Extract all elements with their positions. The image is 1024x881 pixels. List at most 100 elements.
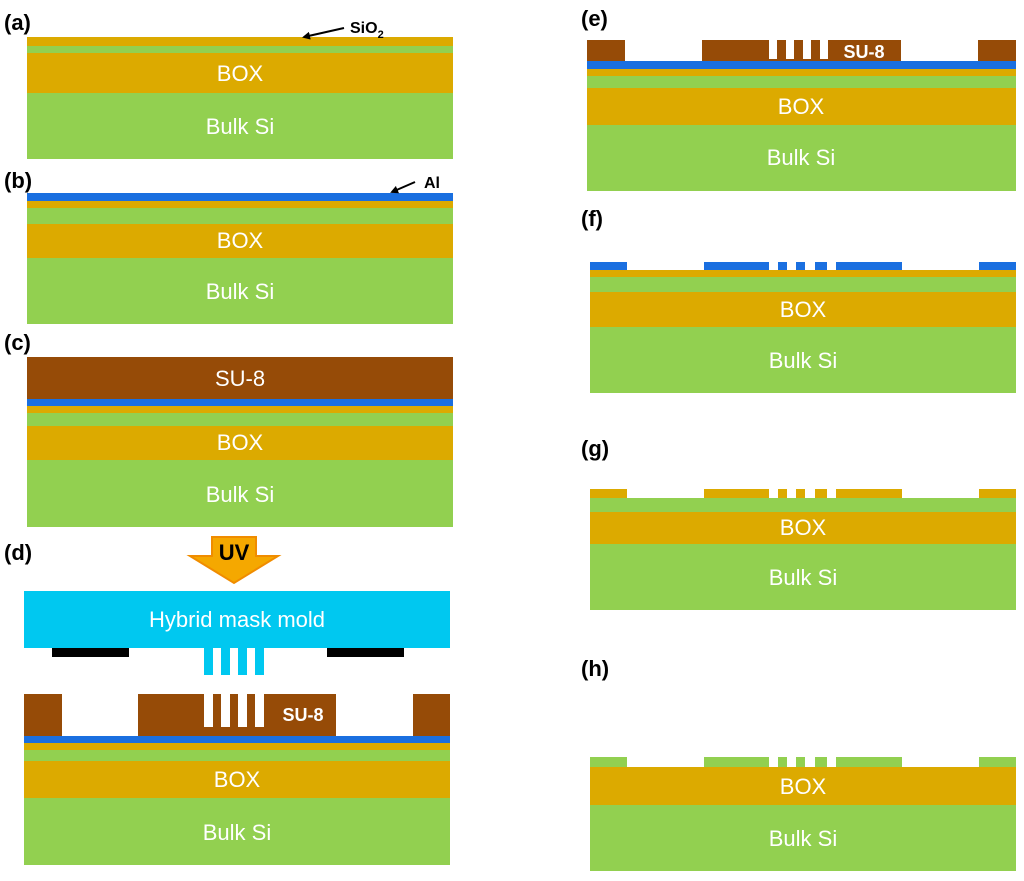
- al-pattern: [815, 262, 827, 270]
- su8-label: SU-8: [215, 366, 265, 391]
- chrome-pad-right: [327, 648, 404, 657]
- bulk-si-layer: [27, 460, 453, 527]
- panel-b: (b) BOX Bulk Si Al: [4, 168, 453, 324]
- si-device-layer: [587, 76, 1016, 88]
- uv-label: UV: [219, 540, 250, 565]
- step-label-d: (d): [4, 540, 32, 565]
- si-pattern: [836, 757, 902, 767]
- sio2-layer: [27, 201, 453, 208]
- bulk-si-layer: [27, 258, 453, 324]
- step-label-e: (e): [581, 6, 608, 31]
- bulk-si-label: Bulk Si: [769, 565, 837, 590]
- step-label-c: (c): [4, 330, 31, 355]
- bulk-si-label: Bulk Si: [203, 820, 271, 845]
- panel-a: (a) BOX Bulk Si SiO2: [4, 10, 453, 159]
- si-device-layer: [24, 750, 450, 761]
- bulk-si-layer: [590, 544, 1016, 610]
- mask-pillar: [204, 648, 213, 675]
- sio2-pattern: [796, 489, 805, 498]
- chrome-pad-left: [52, 648, 129, 657]
- sio2-layer: [590, 270, 1016, 277]
- box-label: BOX: [217, 430, 264, 455]
- box-label: BOX: [217, 228, 264, 253]
- bulk-si-layer: [27, 93, 453, 159]
- sio2-pattern: [979, 489, 1016, 498]
- sio2-layer: [587, 69, 1016, 76]
- bulk-si-label: Bulk Si: [769, 348, 837, 373]
- mask-pillar: [255, 648, 264, 675]
- su8-block-left: [587, 40, 625, 61]
- si-pattern: [778, 757, 787, 767]
- bulk-si-layer: [590, 327, 1016, 393]
- step-label-a: (a): [4, 10, 31, 35]
- panel-e: (e) SU-8 BOX Bulk Si: [581, 6, 1016, 191]
- bulk-si-label: Bulk Si: [767, 145, 835, 170]
- su8-block-right: [413, 694, 450, 736]
- box-label: BOX: [214, 767, 261, 792]
- al-layer: [24, 736, 450, 743]
- su8-block-left: [24, 694, 62, 736]
- uv-arrow-icon: [186, 536, 282, 585]
- box-label: BOX: [778, 94, 825, 119]
- su8-block-right: [978, 40, 1016, 61]
- al-pattern: [836, 262, 902, 270]
- al-layer: [27, 399, 453, 406]
- si-pattern: [979, 757, 1016, 767]
- panel-h: (h) BOX Bulk Si: [581, 656, 1016, 871]
- bulk-si-layer: [24, 798, 450, 865]
- si-device-layer: [27, 208, 453, 224]
- sio2-callout-arrow: [302, 27, 345, 40]
- al-pattern: [979, 262, 1016, 270]
- bulk-si-layer: [590, 805, 1016, 871]
- box-label: BOX: [780, 297, 827, 322]
- panel-f: (f) BOX Bulk Si: [581, 206, 1016, 393]
- si-device-layer: [590, 277, 1016, 292]
- su8-label: SU-8: [282, 705, 323, 725]
- hybrid-mask-mold: [24, 591, 450, 648]
- box-layer: [27, 224, 453, 258]
- box-layer: [590, 292, 1016, 327]
- box-layer: [590, 767, 1016, 805]
- al-pattern: [590, 262, 627, 270]
- step-label-g: (g): [581, 436, 609, 461]
- sio2-pattern: [590, 489, 627, 498]
- sio2-callout-label: SiO2: [350, 20, 384, 41]
- sio2-pattern: [836, 489, 902, 498]
- panel-c: (c) SU-8 BOX Bulk Si: [4, 330, 453, 527]
- si-pattern: [796, 757, 805, 767]
- mask-label: Hybrid mask mold: [149, 607, 325, 632]
- bulk-si-layer: [587, 125, 1016, 191]
- si-pattern: [704, 757, 769, 767]
- bulk-si-label: Bulk Si: [206, 482, 274, 507]
- al-layer: [587, 61, 1016, 69]
- sio2-pattern: [815, 489, 827, 498]
- al-pattern: [778, 262, 787, 270]
- su8-label: SU-8: [843, 42, 884, 62]
- sio2-layer: [27, 37, 453, 46]
- box-layer: [590, 512, 1016, 544]
- box-layer: [587, 88, 1016, 125]
- mask-pillar: [221, 648, 230, 675]
- panel-g: (g) BOX Bulk Si: [581, 436, 1016, 610]
- sio2-layer: [24, 743, 450, 750]
- bulk-si-label: Bulk Si: [206, 114, 274, 139]
- box-label: BOX: [217, 61, 264, 86]
- box-layer: [27, 426, 453, 460]
- bulk-si-label: Bulk Si: [769, 826, 837, 851]
- mask-pillar: [238, 648, 247, 675]
- al-pattern: [704, 262, 769, 270]
- box-layer: [24, 761, 450, 798]
- si-pattern: [590, 757, 627, 767]
- sio2-layer: [27, 406, 453, 413]
- box-layer: [27, 53, 453, 93]
- si-device-layer: [27, 46, 453, 53]
- bulk-si-label: Bulk Si: [206, 279, 274, 304]
- al-layer: [27, 193, 453, 201]
- panel-d: (d) UV Hybrid mask mold SU-8 BOX Bulk Si: [4, 536, 450, 865]
- step-label-b: (b): [4, 168, 32, 193]
- step-label-f: (f): [581, 206, 603, 231]
- su8-layer: [27, 357, 453, 399]
- al-callout-arrow: [390, 181, 416, 194]
- si-device-layer: [27, 413, 453, 426]
